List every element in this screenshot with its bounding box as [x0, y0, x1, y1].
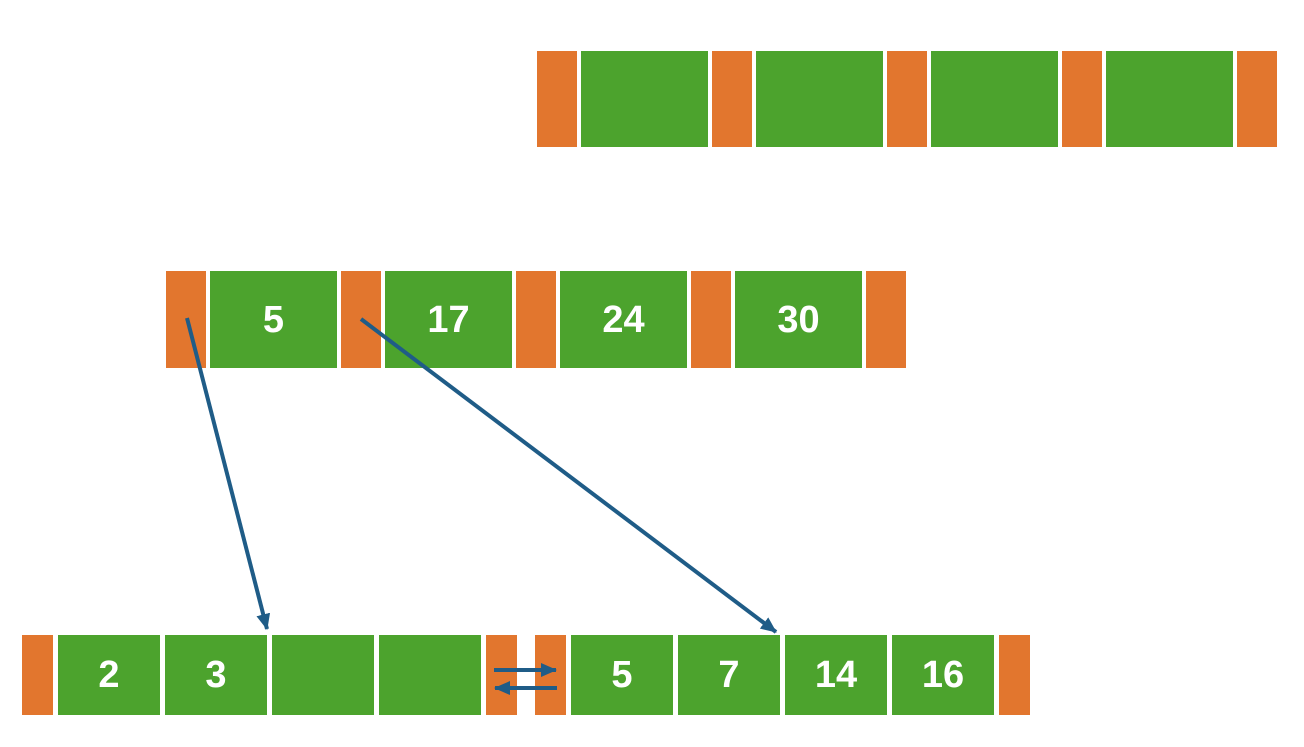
- key-cell: 5: [571, 635, 673, 715]
- pointer-cell: [887, 51, 927, 147]
- pointer-cell: [516, 271, 556, 368]
- pointer-cell: [1062, 51, 1102, 147]
- internal-node: 5 17 24 30: [166, 271, 906, 368]
- key-cell: 7: [678, 635, 780, 715]
- key-cell: [756, 51, 883, 147]
- key-cell: [581, 51, 708, 147]
- pointer-cell: [1237, 51, 1277, 147]
- key-cell: [379, 635, 481, 715]
- key-cell: 30: [735, 271, 862, 368]
- key-cell: 17: [385, 271, 512, 368]
- pointer-cell: [22, 635, 53, 715]
- key-cell: 24: [560, 271, 687, 368]
- key-cell: [931, 51, 1058, 147]
- key-cell: 3: [165, 635, 267, 715]
- key-cell: [1106, 51, 1233, 147]
- pointer-cell: [486, 635, 517, 715]
- pointer-cell: [691, 271, 731, 368]
- key-cell: 5: [210, 271, 337, 368]
- pointer-cell: [535, 635, 566, 715]
- pointer-cell: [999, 635, 1030, 715]
- pointer-cell: [712, 51, 752, 147]
- pointer-cell: [166, 271, 206, 368]
- key-cell: 14: [785, 635, 887, 715]
- pointer-cell: [537, 51, 577, 147]
- pointer-cell: [341, 271, 381, 368]
- key-cell: [272, 635, 374, 715]
- key-cell: 16: [892, 635, 994, 715]
- key-cell: 2: [58, 635, 160, 715]
- root-node: [537, 51, 1277, 147]
- pointer-cell: [866, 271, 906, 368]
